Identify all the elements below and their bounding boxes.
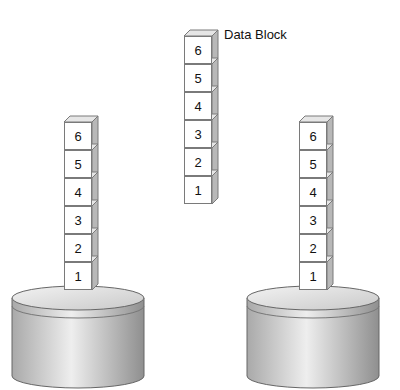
block-number: 3 [309,214,316,227]
cube-depth [299,172,333,206]
cube-depth [299,144,333,178]
data-block-cube: 4 [64,178,92,206]
data-block-cube: 4 [184,92,212,120]
cube-side [327,256,333,290]
block-number: 3 [194,128,201,141]
block-number: 6 [74,130,81,143]
block-number: 1 [74,270,81,283]
cube-depth [299,256,333,290]
block-number: 6 [194,44,201,57]
cube-depth [299,228,333,262]
block-number: 1 [194,184,201,197]
block-number: 6 [309,130,316,143]
block-number: 2 [74,242,81,255]
cube-depth [184,30,218,64]
block-number: 1 [309,270,316,283]
caption-label: Data Block [224,28,287,41]
cube-side [212,170,218,204]
data-block-cube: 2 [184,148,212,176]
data-block-cube: 2 [64,234,92,262]
data-block-cube: 1 [299,262,327,290]
data-block-cube: 4 [299,178,327,206]
cube-depth [184,86,218,120]
cube-side [92,256,98,290]
cube-depth [299,116,333,150]
cube-depth [64,172,98,206]
cube-depth [64,200,98,234]
cube-depth [64,256,98,290]
data-block-cube: 5 [184,64,212,92]
cube-depth [184,142,218,176]
data-block-cube: 5 [64,150,92,178]
block-number: 2 [194,156,201,169]
data-block-cube: 1 [184,176,212,204]
data-block-cube: 6 [299,122,327,150]
data-block-cube: 6 [64,122,92,150]
block-number: 4 [309,186,316,199]
cube-depth [184,170,218,204]
data-block-cube: 6 [184,36,212,64]
data-block-cube: 3 [184,120,212,148]
block-number: 2 [309,242,316,255]
block-number: 5 [194,72,201,85]
data-block-cube: 2 [299,234,327,262]
cube-depth [299,200,333,234]
data-block-cube: 1 [64,262,92,290]
data-block-cube: 3 [64,206,92,234]
data-block-cube: 5 [299,150,327,178]
disk-cylinder [247,286,379,388]
block-number: 5 [309,158,316,171]
block-number: 3 [74,214,81,227]
block-number: 4 [194,100,201,113]
block-number: 4 [74,186,81,199]
cube-depth [184,58,218,92]
cube-depth [184,114,218,148]
cube-depth [64,228,98,262]
cube-depth [64,144,98,178]
disk-cylinder [12,286,144,388]
data-block-cube: 3 [299,206,327,234]
cube-depth [64,116,98,150]
block-number: 5 [74,158,81,171]
